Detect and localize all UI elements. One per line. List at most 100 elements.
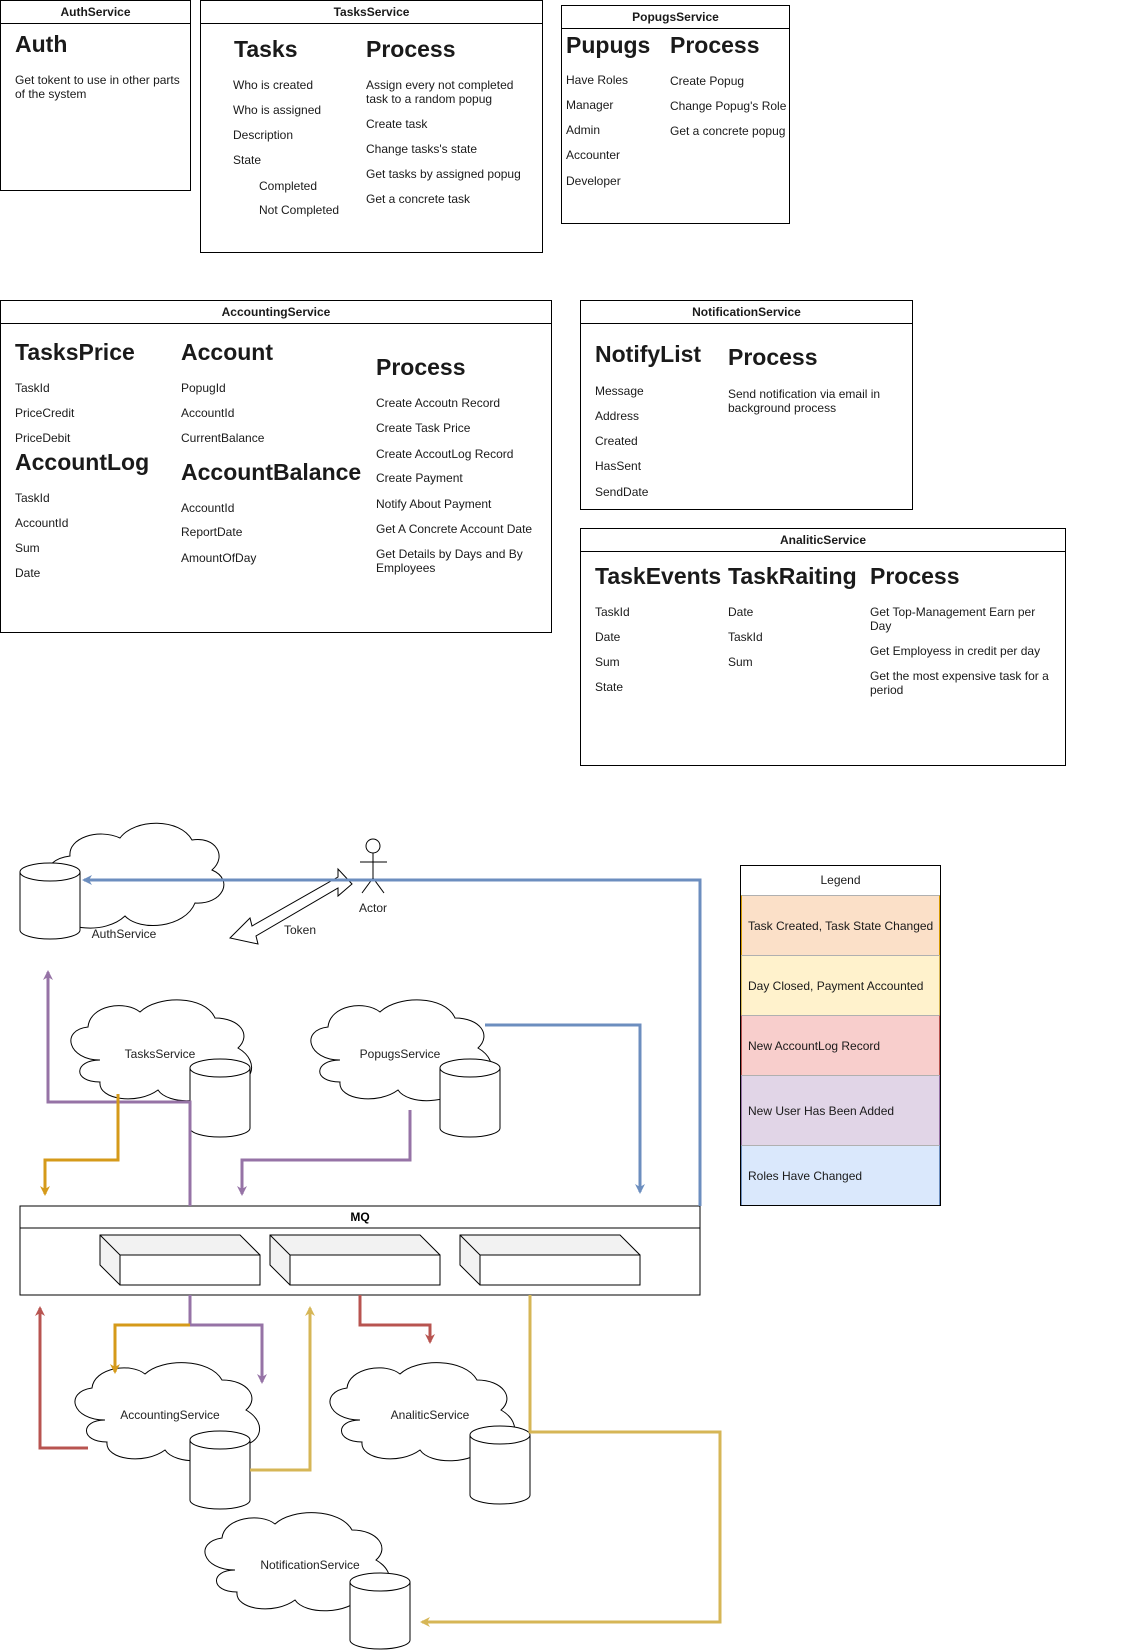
task-raiting-field: Sum bbox=[728, 655, 753, 669]
notification-process-heading: Process bbox=[728, 344, 818, 370]
tasks-price-field: PriceDebit bbox=[15, 431, 71, 445]
popugs-service-title: PopugsService bbox=[562, 6, 789, 29]
notification-process-item: Send notification via email in backgroun… bbox=[728, 387, 881, 415]
notify-list-field: HasSent bbox=[595, 459, 642, 473]
task-raiting-field: TaskId bbox=[728, 630, 763, 644]
orange-connector-mq-to-accounting bbox=[110, 1323, 190, 1374]
task-events-field: Sum bbox=[595, 655, 620, 669]
notification-cloud-label: NotificationService bbox=[260, 1558, 360, 1572]
analitic-process-heading: Process bbox=[870, 563, 960, 589]
accounting-process-item: Create AccoutLog Record bbox=[376, 447, 514, 461]
popugs-field: Admin bbox=[566, 123, 601, 137]
account-log-field: Date bbox=[15, 566, 41, 580]
yellow-connector-mq-to-notification bbox=[420, 1295, 722, 1627]
accounting-process-item: Create Task Price bbox=[376, 421, 471, 435]
account-balance-heading: AccountBalance bbox=[181, 459, 362, 485]
account-heading: Account bbox=[181, 339, 273, 365]
tasks-price-field: PriceCredit bbox=[15, 406, 75, 420]
notification-service-box: NotificationService NotifyList Message A… bbox=[580, 300, 913, 510]
popugs-field: Manager bbox=[566, 98, 614, 112]
mq-title: MQ bbox=[350, 1210, 369, 1224]
notify-list-field: Address bbox=[595, 409, 640, 423]
tasks-state-value: Completed bbox=[259, 179, 318, 193]
blue-connector-mq-to-auth bbox=[82, 875, 702, 1206]
analitic-cloud-label: AnaliticService bbox=[391, 1408, 470, 1422]
tasks-price-heading: TasksPrice bbox=[15, 339, 135, 365]
notify-list-field: Created bbox=[595, 434, 638, 448]
popugs-field: Accounter bbox=[566, 148, 621, 162]
auth-cloud: AuthService bbox=[44, 822, 225, 941]
account-log-heading: AccountLog bbox=[15, 449, 150, 475]
analitic-process-item: Get the most expensive task for a period bbox=[870, 669, 1049, 697]
auth-description: Get tokent to use in other parts of the … bbox=[15, 73, 180, 101]
accounting-cloud-label: AccountingService bbox=[120, 1408, 220, 1422]
mq-queue-1 bbox=[99, 1234, 261, 1286]
mq-queue-3 bbox=[459, 1234, 641, 1286]
tasks-database-icon bbox=[189, 1058, 251, 1138]
notify-list-field: SendDate bbox=[595, 485, 649, 499]
actor-icon bbox=[360, 838, 387, 894]
accounting-process-heading: Process bbox=[376, 354, 466, 380]
auth-service-box: AuthService Auth Get tokent to use in ot… bbox=[0, 0, 191, 191]
analitic-service-title: AnaliticService bbox=[581, 529, 1065, 552]
legend-item-label: New AccountLog Record bbox=[748, 1038, 881, 1053]
tasks-process-item: Assign every not completed task to a ran… bbox=[366, 78, 514, 106]
analitic-process-item: Get Employess in credit per day bbox=[870, 644, 1041, 658]
popugs-process-heading: Process bbox=[670, 32, 760, 58]
tasks-process-item: Change tasks's state bbox=[366, 142, 478, 156]
legend-item-roles-changed: Roles Have Changed bbox=[741, 1145, 940, 1205]
tasks-field: Who is assigned bbox=[233, 103, 322, 117]
accounting-process-item: Create Accoutn Record bbox=[376, 396, 501, 410]
legend-item-label: Day Closed, Payment Accounted bbox=[748, 978, 924, 993]
purple-connector-popugs-to-mq bbox=[237, 1110, 412, 1196]
notify-list-heading: NotifyList bbox=[595, 341, 702, 367]
accounting-process-item: Get Details by Days and By Employees bbox=[376, 547, 523, 575]
tasks-field: State bbox=[233, 153, 262, 167]
legend-item-label: New User Has Been Added bbox=[748, 1103, 895, 1118]
analitic-database-icon bbox=[469, 1425, 531, 1505]
account-field: CurrentBalance bbox=[181, 431, 265, 445]
orange-connector-tasks-to-mq bbox=[40, 1094, 120, 1196]
popugs-service-box: PopugsService Pupugs Have Roles Manager … bbox=[561, 5, 790, 224]
analitic-service-box: AnaliticService TaskEvents TaskId Date S… bbox=[580, 528, 1066, 766]
task-raiting-heading: TaskRaiting bbox=[728, 563, 857, 589]
auth-cloud-label: AuthService bbox=[92, 927, 157, 941]
task-events-heading: TaskEvents bbox=[595, 563, 722, 589]
tasks-service-title: TasksService bbox=[201, 1, 542, 24]
notification-cloud: NotificationService bbox=[204, 1512, 390, 1612]
red-connector-accounting-to-mq bbox=[35, 1306, 88, 1450]
tasks-entity-heading: Tasks bbox=[234, 36, 298, 62]
account-log-field: Sum bbox=[15, 541, 40, 555]
notification-database-icon bbox=[349, 1572, 411, 1650]
task-events-field: State bbox=[595, 680, 624, 694]
mq-queue-2 bbox=[269, 1234, 441, 1286]
auth-heading: Auth bbox=[15, 31, 68, 57]
accounting-database-icon bbox=[189, 1430, 251, 1510]
token-label: Token bbox=[284, 923, 316, 937]
analitic-process-item: Get Top-Management Earn per Day bbox=[870, 605, 1036, 633]
blue-connector-popugs-to-mq bbox=[485, 1023, 645, 1194]
red-connector-mq-to-analitic bbox=[358, 1295, 435, 1344]
popugs-entity-heading: Pupugs bbox=[566, 32, 651, 58]
accounting-service-title: AccountingService bbox=[1, 301, 551, 324]
accounting-process-item: Notify About Payment bbox=[376, 497, 492, 511]
tasks-field: Who is created bbox=[233, 78, 314, 92]
legend-box: Legend Task Created, Task State Changed … bbox=[740, 865, 941, 1206]
analitic-cloud: AnaliticService bbox=[329, 1362, 515, 1462]
legend-title: Legend bbox=[820, 873, 861, 887]
popugs-process-item: Get a concrete popug bbox=[670, 124, 786, 138]
legend-item-new-user: New User Has Been Added bbox=[741, 1075, 940, 1145]
legend-item-task-created: Task Created, Task State Changed bbox=[741, 895, 940, 955]
legend-item-label: Task Created, Task State Changed bbox=[748, 918, 934, 933]
tasks-process-item: Get tasks by assigned popug bbox=[366, 167, 521, 181]
tasks-process-item: Create task bbox=[366, 117, 428, 131]
popugs-process-item: Change Popug's Role bbox=[670, 99, 787, 113]
account-field: AccountId bbox=[181, 406, 235, 420]
yellow-connector-accounting-to-mq bbox=[250, 1306, 315, 1472]
popugs-process-item: Create Popug bbox=[670, 74, 745, 88]
actor-label: Actor bbox=[359, 901, 387, 915]
accounting-process-item: Get A Concrete Account Date bbox=[376, 522, 533, 536]
popugs-field: Have Roles bbox=[566, 73, 629, 87]
account-balance-field: AmountOfDay bbox=[181, 551, 257, 565]
